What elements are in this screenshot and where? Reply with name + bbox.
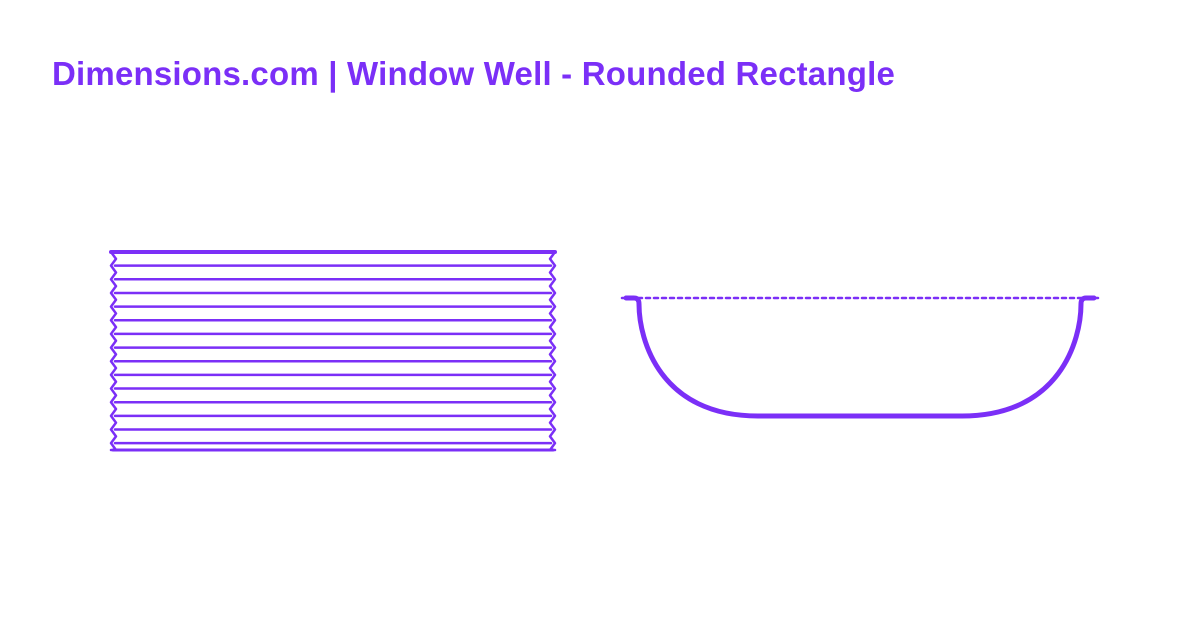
panel-right-edge	[548, 250, 557, 452]
page-title: Dimensions.com | Window Well - Rounded R…	[52, 55, 895, 92]
side-profile-view	[620, 295, 1102, 419]
front-elevation-view	[109, 250, 557, 452]
bowl-profile	[623, 295, 1097, 419]
panel-left-edge	[109, 250, 118, 452]
